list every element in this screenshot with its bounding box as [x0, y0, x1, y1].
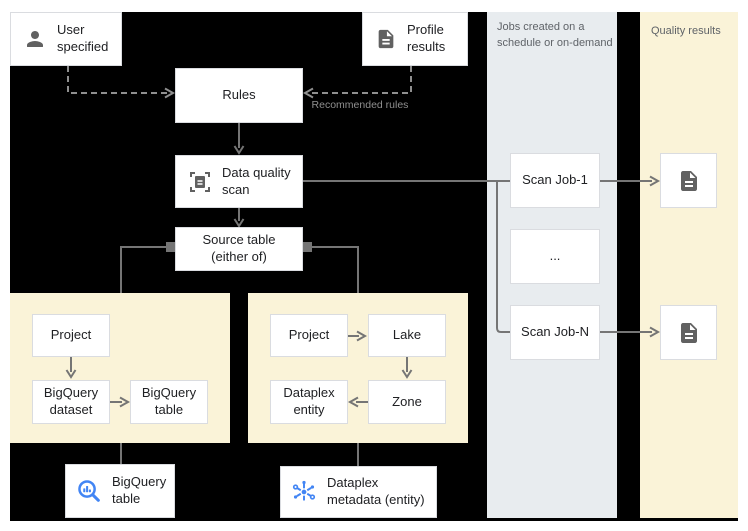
node-scan-job-1: Scan Job-1: [510, 153, 600, 208]
bigquery-icon: [76, 478, 102, 504]
node-data-quality-scan: Data quality scan: [175, 155, 303, 208]
quality-result-doc-2: [660, 305, 717, 360]
node-label: Scan Job-N: [521, 324, 589, 340]
document-scanner-icon: [188, 170, 212, 194]
node-project-dataplex: Project: [270, 314, 348, 357]
quality-result-doc-1: [660, 153, 717, 208]
node-label: BigQuery table: [112, 474, 167, 506]
node-label: Project: [288, 327, 330, 343]
node-label: Scan Job-1: [522, 172, 588, 188]
recommended-rules-label: Recommended rules: [311, 99, 409, 111]
node-zone: Zone: [368, 380, 446, 424]
node-bigquery-dataset: BigQuery dataset: [32, 380, 110, 424]
dataplex-icon: [291, 479, 317, 505]
node-dataplex-entity: Dataplex entity: [270, 380, 348, 424]
node-profile-results: Profile results: [362, 12, 468, 66]
node-label: Data quality scan: [222, 164, 291, 197]
node-label: BigQuery dataset: [43, 385, 99, 417]
diagram-canvas: [10, 12, 738, 521]
quality-results-column: [640, 12, 738, 518]
document-icon: [375, 28, 397, 50]
node-scan-job-ellipsis: ...: [510, 229, 600, 284]
node-label: User specified: [57, 22, 109, 54]
node-user-specified: User specified: [10, 12, 122, 66]
node-label: Zone: [392, 393, 422, 409]
quality-results-header: Quality results: [651, 25, 721, 37]
node-label: Dataplex metadata (entity): [327, 475, 425, 507]
node-rules: Rules: [175, 68, 303, 123]
jobs-column-header: Jobs created on a schedule or on-demand: [497, 21, 613, 49]
node-label: BigQuery table: [141, 385, 197, 417]
node-label: Dataplex entity: [283, 385, 335, 417]
node-bigquery-table-source: BigQuery table: [65, 464, 175, 518]
node-dataplex-metadata: Dataplex metadata (entity): [280, 466, 437, 518]
node-project-bigquery: Project: [32, 314, 110, 357]
person-icon: [23, 27, 47, 51]
node-lake: Lake: [368, 314, 446, 357]
node-bigquery-table: BigQuery table: [130, 380, 208, 424]
node-label: ...: [549, 248, 561, 264]
node-label: Rules: [222, 87, 256, 103]
document-icon: [677, 169, 701, 193]
node-label: Project: [50, 327, 92, 343]
node-label: Lake: [392, 327, 422, 343]
node-label: Profile results: [407, 22, 446, 54]
node-scan-job-n: Scan Job-N: [510, 305, 600, 360]
document-icon: [677, 321, 701, 345]
node-label: Source table (either of): [202, 232, 276, 264]
node-source-table: Source table (either of): [175, 227, 303, 271]
